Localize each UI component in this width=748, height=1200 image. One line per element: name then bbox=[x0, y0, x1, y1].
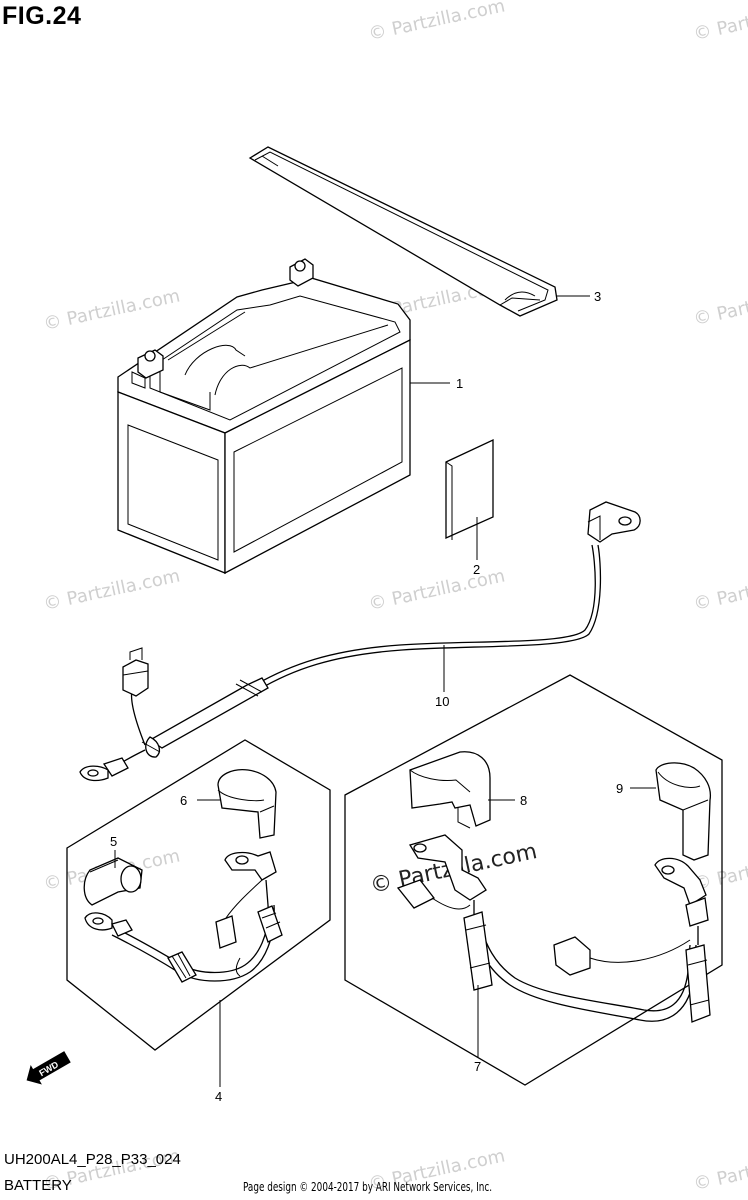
callout-10: 10 bbox=[435, 694, 449, 709]
watermark: © Partzilla.com bbox=[692, 280, 748, 329]
fwd-arrow: FWD bbox=[26, 1051, 71, 1085]
watermark: © Partzilla.com bbox=[692, 565, 748, 614]
watermark-group: © Partzilla.com © Partzilla.com © Partzi… bbox=[42, 0, 748, 1195]
lead-wire-part-10[interactable] bbox=[79, 501, 641, 782]
harness-part-7[interactable] bbox=[396, 834, 711, 1023]
terminal-cover-part-6[interactable] bbox=[217, 769, 277, 839]
callout-6: 6 bbox=[180, 793, 187, 808]
callout-numbers: 1 2 3 4 5 6 7 8 9 10 bbox=[110, 289, 623, 1104]
battery-part-1[interactable] bbox=[117, 258, 411, 575]
watermark: © Partzilla.com bbox=[42, 285, 182, 334]
callout-3: 3 bbox=[594, 289, 601, 304]
watermark: © Partzilla.com bbox=[692, 1145, 748, 1194]
figure-title: FIG.24 bbox=[2, 2, 82, 30]
watermark: © Partzilla.com bbox=[42, 565, 182, 614]
kit-box-right bbox=[344, 674, 723, 1086]
battery-label-part-2[interactable] bbox=[445, 438, 494, 540]
callout-leaders bbox=[114, 295, 656, 1087]
diagram-code: UH200AL4_P28_P33_024 bbox=[4, 1151, 181, 1168]
watermark: © Partzilla.com bbox=[692, 0, 748, 45]
callout-4: 4 bbox=[215, 1089, 222, 1104]
kit-box-left bbox=[66, 739, 331, 1051]
callout-7: 7 bbox=[474, 1059, 481, 1074]
callout-8: 8 bbox=[520, 793, 527, 808]
harness-part-4[interactable] bbox=[84, 851, 283, 983]
watermark: © Partzilla.com bbox=[367, 565, 507, 614]
watermark: © Partzilla.com bbox=[367, 0, 507, 45]
page-credit: Page design © 2004-2017 by ARI Network S… bbox=[243, 1180, 493, 1194]
callout-2: 2 bbox=[473, 562, 480, 577]
terminal-cover-part-8[interactable] bbox=[409, 751, 491, 829]
diagram-subtitle: BATTERY bbox=[4, 1177, 72, 1194]
terminal-cover-part-9[interactable] bbox=[655, 762, 712, 861]
boot-part-5[interactable] bbox=[83, 857, 143, 906]
callout-1: 1 bbox=[456, 376, 463, 391]
callout-5: 5 bbox=[110, 834, 117, 849]
battery-strap-part-3[interactable] bbox=[248, 146, 558, 317]
callout-9: 9 bbox=[616, 781, 623, 796]
